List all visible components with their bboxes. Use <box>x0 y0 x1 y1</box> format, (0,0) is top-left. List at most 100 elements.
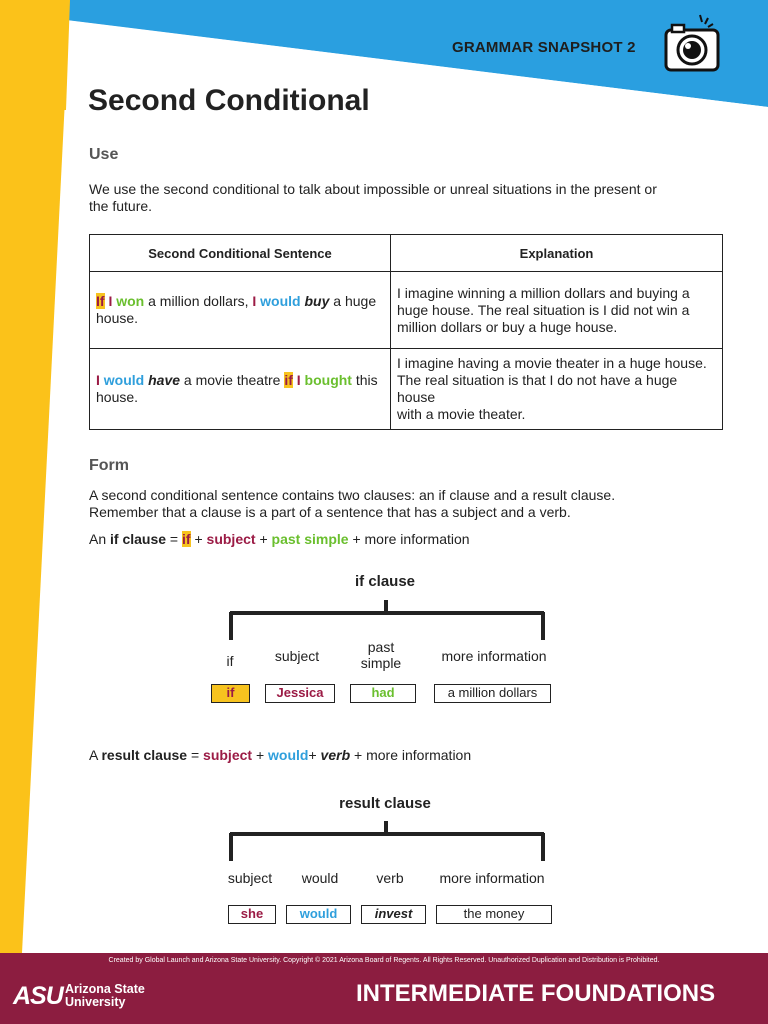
diagram-label: subject <box>227 870 273 886</box>
table-header-sentence: Second Conditional Sentence <box>89 234 391 272</box>
use-text-line2: the future. <box>89 198 153 214</box>
sentence-cell: If I won a million dollars, I would buy … <box>89 271 391 349</box>
yellow-band <box>0 0 70 953</box>
course-title: INTERMEDIATE FOUNDATIONS <box>356 980 716 1007</box>
diagram-label: if <box>226 653 234 669</box>
formula-text: An <box>89 531 111 547</box>
form-text: A second conditional sentence contains t… <box>89 487 615 521</box>
if-word: if <box>182 531 191 547</box>
table-header-row: Second Conditional Sentence Explanation <box>89 234 723 272</box>
subject-word: I <box>296 372 301 388</box>
explanation-cell: I imagine having a movie theater in a hu… <box>390 348 723 430</box>
example-box-info: a million dollars <box>434 684 551 703</box>
past-simple-term: past simple <box>271 531 349 547</box>
explanation-line: I imagine winning a million dollars and … <box>397 284 690 301</box>
white-cut <box>50 18 768 110</box>
diagram-label: subject <box>274 648 320 664</box>
result-formula: A result clause = subject + would+ verb … <box>89 747 471 764</box>
blue-band <box>0 0 768 107</box>
use-text-line1: We use the second conditional to talk ab… <box>89 181 657 197</box>
if-word: If <box>96 293 105 309</box>
past-verb: won <box>116 293 145 309</box>
sentence-text: this <box>351 372 378 388</box>
sentence-line2: house. <box>96 389 139 405</box>
formula-text: + <box>255 531 272 547</box>
past-verb: bought <box>304 372 352 388</box>
example-box-if: if <box>211 684 250 703</box>
sentence-line: I would have a movie theatre if I bought… <box>96 372 384 389</box>
explanation-line: The real situation is that I do not have… <box>397 372 678 405</box>
footer-bar <box>0 953 768 1024</box>
use-text: We use the second conditional to talk ab… <box>89 181 657 215</box>
university-name-line1: Arizona State <box>65 982 145 996</box>
if-clause-diagram-title: if clause <box>354 573 416 590</box>
example-box-subject: she <box>228 905 276 924</box>
subject-term: subject <box>206 531 256 547</box>
explanation-line: huge house. The real situation is I did … <box>397 301 690 318</box>
university-name: Arizona State University <box>65 983 145 1009</box>
would-term: would <box>268 747 309 763</box>
formula-text: + more information <box>350 747 472 763</box>
formula-text: A <box>89 747 102 763</box>
example-box-would: would <box>286 905 351 924</box>
table-header-explanation: Explanation <box>390 234 723 272</box>
sentence-line: If I won a million dollars, I would buy … <box>96 293 384 310</box>
verb-word: buy <box>304 293 330 309</box>
diagram-label-line: simple <box>360 655 402 671</box>
diagram-label: would <box>301 870 339 886</box>
form-heading: Form <box>89 457 129 474</box>
camera-icon <box>664 14 720 72</box>
form-text-line2: Remember that a clause is a part of a se… <box>89 504 571 520</box>
formula-text: = <box>187 747 204 763</box>
formula-text: + <box>252 747 269 763</box>
explanation-cell: I imagine winning a million dollars and … <box>390 271 723 349</box>
formula-text: = <box>166 531 183 547</box>
copyright-text: Created by Global Launch and Arizona Sta… <box>108 957 660 964</box>
page-title: Second Conditional <box>88 84 370 117</box>
subject-word: I <box>96 372 100 388</box>
sentence-line2: house. <box>96 310 139 326</box>
sentence-text: a million dollars, <box>144 293 253 309</box>
verb-term: verb <box>320 747 351 763</box>
form-text-line1: A second conditional sentence contains t… <box>89 487 616 503</box>
yellow-band-top <box>0 0 70 110</box>
subject-word: I <box>108 293 113 309</box>
asu-logo: ASU <box>13 982 64 1010</box>
diagram-label: more information <box>439 870 545 886</box>
diagram-label-line: past <box>367 639 395 655</box>
example-box-info: the money <box>436 905 552 924</box>
sentence-text: a huge <box>329 293 377 309</box>
formula-text: + more information <box>348 531 470 547</box>
if-clause-term: if clause <box>110 531 167 547</box>
formula-text: + <box>308 747 321 763</box>
result-clause-diagram-title: result clause <box>339 795 431 812</box>
explanation-line: with a movie theater. <box>397 406 526 422</box>
example-box-verb: invest <box>361 905 426 924</box>
sentence-cell: I would have a movie theatre if I bought… <box>89 348 391 430</box>
examples-table: Second Conditional Sentence Explanation … <box>89 234 723 430</box>
subject-word: I <box>252 293 257 309</box>
formula-text: + <box>190 531 207 547</box>
diagram-label: past simple <box>346 639 416 671</box>
verb-word: have <box>148 372 181 388</box>
university-name-line2: University <box>65 995 126 1009</box>
use-heading: Use <box>89 146 119 163</box>
sentence-text: a movie theatre <box>180 372 285 388</box>
snapshot-label: GRAMMAR SNAPSHOT 2 <box>452 39 636 56</box>
would-word: would <box>260 293 301 309</box>
table-row: If I won a million dollars, I would buy … <box>89 271 723 349</box>
if-clause-bracket <box>229 600 545 640</box>
table-row: I would have a movie theatre if I bought… <box>89 348 723 430</box>
diagram-label: more information <box>441 648 547 664</box>
result-clause-bracket <box>229 821 545 861</box>
explanation-line: million dollars or buy a huge house. <box>397 318 618 335</box>
header-white-cut <box>0 0 768 110</box>
if-word: if <box>284 372 293 388</box>
result-clause-term: result clause <box>101 747 188 763</box>
subject-term: subject <box>203 747 253 763</box>
diagram-label: verb <box>376 870 404 886</box>
example-box-subject: Jessica <box>265 684 335 703</box>
explanation-line: I imagine having a movie theater in a hu… <box>397 355 707 371</box>
if-formula: An if clause = if + subject + past simpl… <box>89 531 470 548</box>
